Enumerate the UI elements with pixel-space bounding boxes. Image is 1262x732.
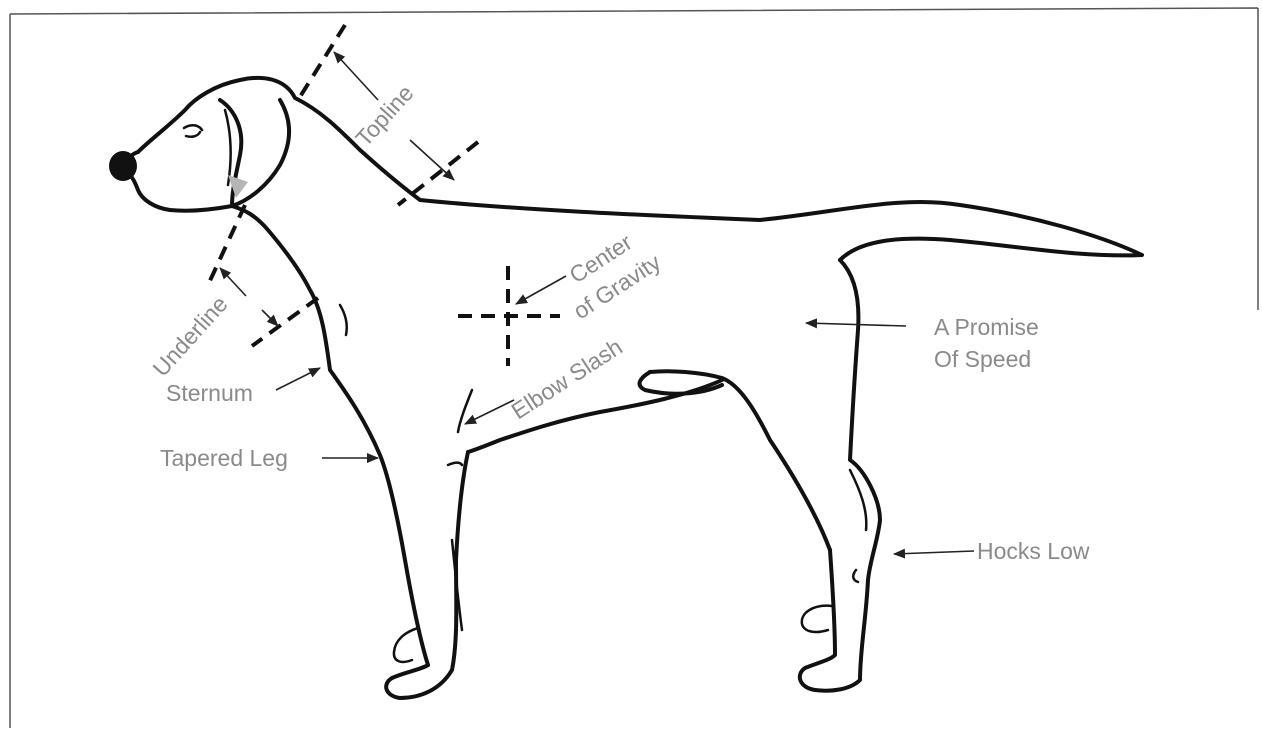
tapered-leg-label: Tapered Leg bbox=[160, 445, 288, 471]
dog-front-leg-front bbox=[232, 206, 428, 665]
topline-dash-upper bbox=[298, 25, 345, 100]
dog-front-paw bbox=[394, 628, 418, 662]
underline-dash-upper bbox=[208, 205, 245, 285]
dog-back-line bbox=[138, 78, 1142, 260]
sternum-label: Sternum bbox=[166, 380, 253, 406]
underline-arrow-up bbox=[220, 268, 246, 296]
center-gravity-arrow bbox=[516, 276, 566, 304]
topline-dash-lower bbox=[398, 142, 478, 205]
dog-ear-fold bbox=[225, 110, 231, 185]
dog-hind-leg-inner bbox=[650, 371, 830, 550]
hocks-low-label: Hocks Low bbox=[977, 538, 1090, 564]
promise-speed-arrow bbox=[806, 323, 906, 326]
dog-hind-paw bbox=[802, 606, 832, 632]
nose-icon bbox=[109, 151, 137, 181]
dog-hock bbox=[850, 470, 866, 582]
underline-label: Underline bbox=[147, 291, 232, 382]
topline-label: Topline bbox=[350, 80, 418, 152]
topline-arrow-up bbox=[334, 52, 378, 100]
hocks-low-arrow bbox=[894, 551, 974, 554]
dog-eye bbox=[184, 125, 202, 137]
promise-speed-label-line1: A Promise bbox=[934, 314, 1039, 340]
promise-speed-label-line2: Of Speed bbox=[934, 346, 1031, 372]
dog-jaw bbox=[130, 175, 232, 211]
underline-arrow-down bbox=[262, 310, 278, 326]
dog-elbow bbox=[458, 390, 472, 432]
underline-dash-lower bbox=[252, 298, 318, 346]
topline-arrow-down bbox=[410, 140, 454, 180]
sternum-arrow bbox=[276, 368, 320, 390]
frame-border bbox=[10, 8, 1258, 728]
dog-chest-fold bbox=[340, 305, 347, 335]
dog-belly bbox=[468, 380, 722, 452]
